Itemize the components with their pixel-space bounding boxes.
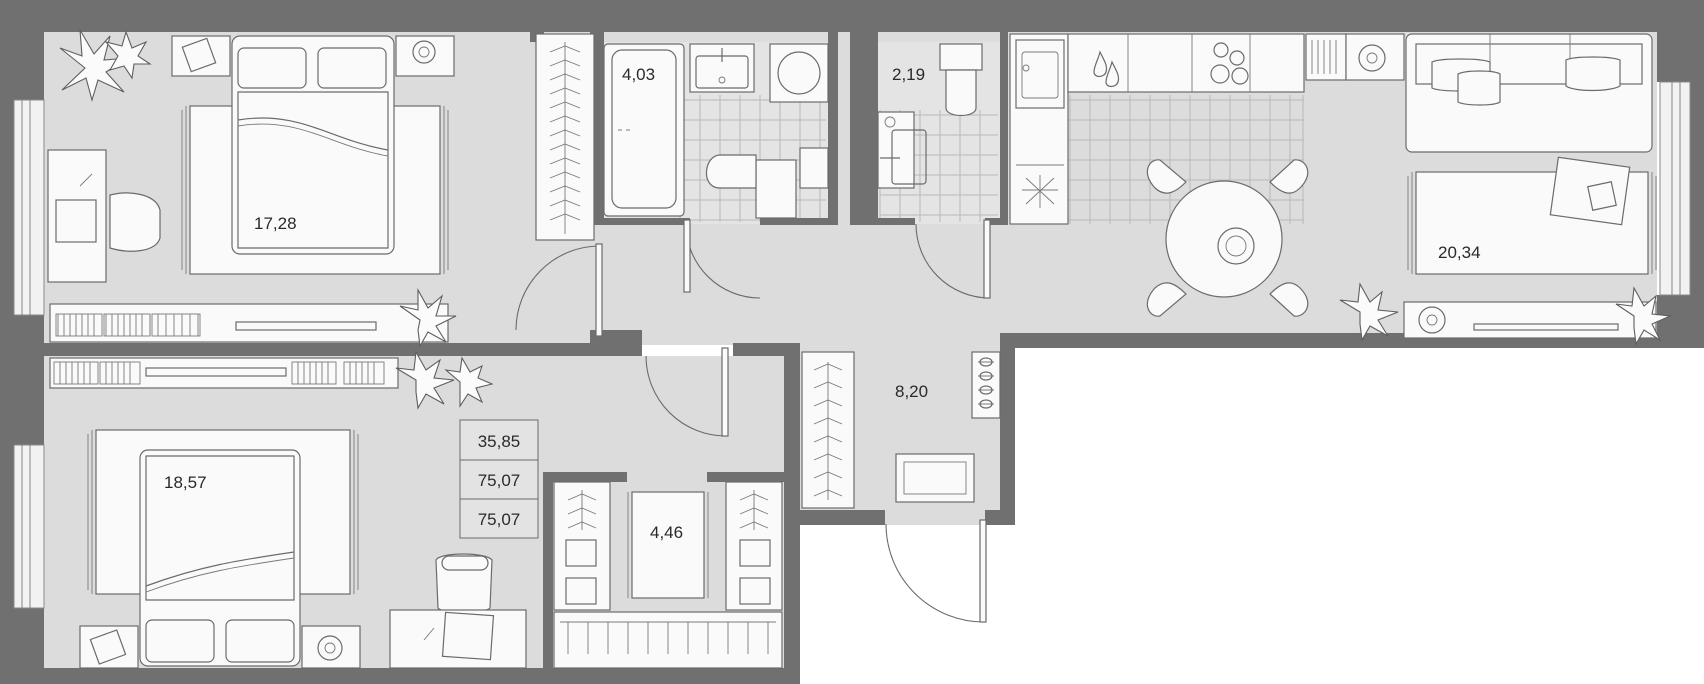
toilet-area: 2,19 — [892, 65, 925, 84]
windows — [13, 81, 1691, 609]
wardrobe-area: 4,46 — [650, 523, 683, 542]
kitchen-furniture — [1009, 33, 1405, 225]
plant-icon — [1339, 282, 1399, 342]
books-bottom — [53, 361, 385, 385]
bedroom-bottom-furniture — [49, 350, 527, 669]
plant-icon — [59, 29, 152, 102]
doors — [515, 219, 991, 623]
closet-top — [535, 33, 595, 241]
books-top — [55, 313, 201, 337]
kitchen-tiles — [1068, 95, 1304, 224]
living-furniture — [1339, 33, 1673, 346]
bedroom-top-furniture — [47, 29, 457, 348]
bathroom-furniture — [603, 43, 829, 219]
plant-icon — [399, 287, 457, 348]
wardrobe-furniture — [553, 481, 783, 669]
living-kitchen-area: 20,34 — [1438, 243, 1481, 262]
bedroom-bottom-area: 18,57 — [164, 473, 207, 492]
total-area-coef-value: 75,07 — [478, 510, 521, 529]
hall-area: 8,20 — [895, 382, 928, 401]
area-summary: 35,85 75,07 75,07 — [459, 419, 539, 539]
plant-icon — [395, 350, 494, 410]
toilet-furniture — [877, 43, 983, 189]
living-area-value: 35,85 — [478, 432, 521, 451]
plant-icon — [1615, 286, 1673, 346]
total-area-value: 75,07 — [478, 471, 521, 490]
room-labels: 17,28 4,03 2,19 20,34 8,20 18,57 4,46 — [164, 65, 1481, 542]
hall-furniture — [801, 351, 1001, 509]
bedroom-top-area: 17,28 — [254, 214, 297, 233]
dining-table — [1146, 159, 1309, 317]
bathroom-area: 4,03 — [622, 65, 655, 84]
